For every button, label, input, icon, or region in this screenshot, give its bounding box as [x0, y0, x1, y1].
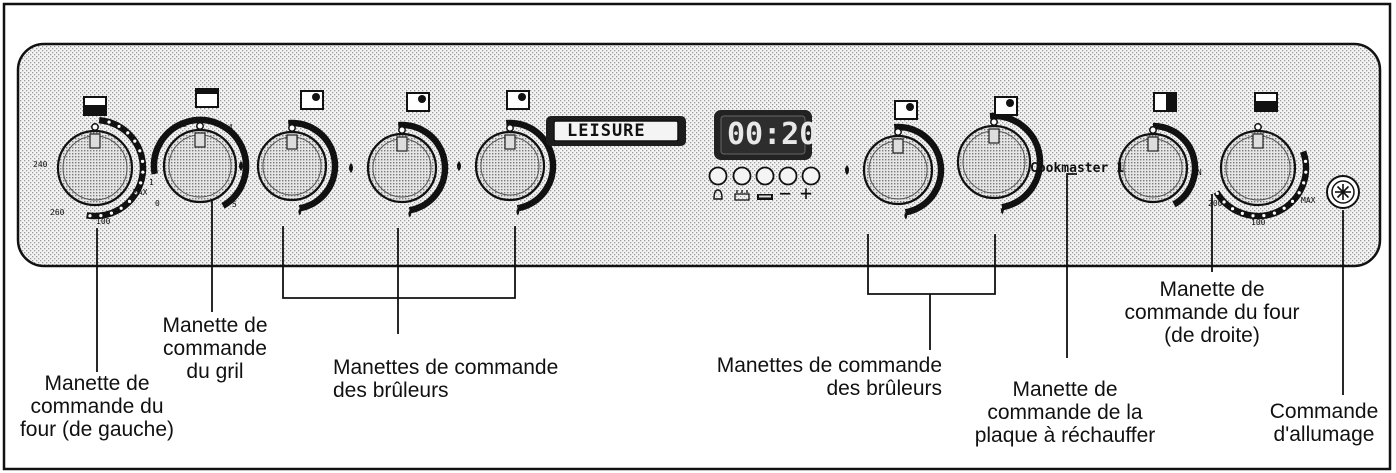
burner-front-right-icon — [994, 96, 1018, 116]
left-oven-scale-100: 100 — [96, 217, 111, 226]
burner-centre-icon — [506, 90, 530, 110]
grill-icon — [195, 88, 219, 108]
timer-button-3[interactable] — [755, 166, 775, 201]
minus-symbol: − — [779, 181, 792, 205]
right-oven-knob[interactable] — [1213, 92, 1310, 220]
grill-scale-3: 3 — [182, 120, 187, 129]
burner-knob-5[interactable] — [938, 96, 1044, 215]
end-time-icon — [757, 194, 773, 200]
leader-lines — [96, 173, 1344, 395]
spark-icon — [1335, 184, 1351, 200]
right-oven-scale-100: 100 — [1251, 218, 1266, 227]
burner-knob-3[interactable] — [457, 90, 557, 216]
label-left-oven-knob: Manette de commande du four (de gauche) — [19, 372, 175, 441]
label-burner-knobs-right: Manettes de commande des brûleurs — [716, 354, 942, 400]
grill-scale-2: 2 — [151, 154, 156, 163]
label-hotplate-knob: Manette de commande de la plaque à récha… — [974, 378, 1156, 447]
burner-rear-left-icon — [300, 90, 324, 110]
timer-button-2[interactable] — [732, 166, 752, 201]
burner-knob-1[interactable] — [239, 90, 339, 216]
fan-oven-icon — [83, 96, 107, 116]
brand-logo-text: LEISURE — [567, 121, 646, 141]
right-oven-scale-200: 200 — [1208, 199, 1223, 208]
left-oven-scale-260: 260 — [50, 208, 65, 217]
display-time: 00:20 — [727, 117, 818, 152]
label-burner-knobs-left: Manettes de commande des brûleurs — [333, 356, 559, 402]
model-name: Cookmaster 1 — [1030, 161, 1124, 176]
brand-badge — [546, 116, 686, 146]
burner-rear-right-icon — [894, 100, 918, 120]
label-grill-knob: Manette de commande du gril — [162, 314, 268, 383]
hotplate-knob[interactable] — [1117, 92, 1199, 208]
left-oven-scale-max: MAX — [133, 188, 148, 197]
burner-knob-2[interactable] — [349, 92, 449, 218]
label-ignition-control: Commande d'allumage — [1269, 400, 1379, 446]
timer-button-1[interactable] — [708, 166, 728, 200]
control-panel — [16, 42, 1382, 268]
conventional-oven-icon — [1254, 92, 1278, 112]
hotplate-scale-on: ON — [1192, 168, 1202, 177]
warming-plate-icon — [1153, 92, 1177, 112]
burner-front-left-icon — [406, 92, 430, 112]
grill-scale-1: 1 — [149, 178, 154, 187]
bell-icon — [713, 189, 723, 200]
grill-scale-0: 0 — [155, 199, 160, 208]
grill-scale-5: 5 — [232, 200, 237, 209]
label-right-oven-knob: Manette de commande du four (de droite) — [1124, 278, 1300, 347]
grill-scale-4: 4 — [228, 123, 233, 132]
timer-button-5[interactable] — [801, 166, 821, 186]
left-oven-knob[interactable] — [56, 96, 147, 220]
timer-display — [714, 110, 812, 160]
grill-knob[interactable] — [150, 88, 250, 209]
plus-symbol: + — [800, 181, 813, 205]
cooking-duration-icon — [734, 190, 750, 201]
left-oven-scale-240: 240 — [33, 160, 48, 169]
timer-button-4[interactable] — [778, 166, 798, 186]
ignition-button[interactable] — [1326, 175, 1360, 209]
right-oven-scale-max: MAX — [1301, 196, 1316, 205]
